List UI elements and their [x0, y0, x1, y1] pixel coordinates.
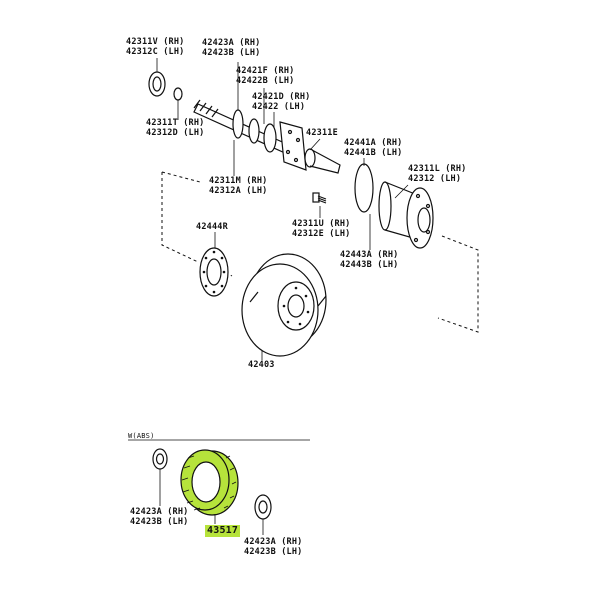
- oil-seal-top[interactable]: [148, 71, 166, 97]
- label-42423A-left: 42423A (RH)42423B (LH): [130, 507, 189, 527]
- label-42443A: 42443A (RH)42443B (LH): [340, 250, 399, 270]
- label-42421F: 42421F (RH)42422B (LH): [236, 66, 295, 86]
- label-42423A-top: 42423A (RH)42423B (LH): [202, 38, 261, 58]
- label-42423A-bottom: 42423A (RH)42423B (LH): [244, 537, 303, 557]
- label-abs: W(ABS): [128, 432, 155, 440]
- label-42403: 42403: [248, 360, 275, 370]
- label-43517[interactable]: 43517: [205, 525, 241, 537]
- label-42444R: 42444R: [196, 222, 228, 232]
- abs-rotor-highlighted[interactable]: [180, 449, 239, 524]
- highlighted-part-number[interactable]: 43517: [205, 525, 241, 537]
- label-42311T: 42311T (RH)42312D (LH): [146, 118, 205, 138]
- leader-lines: [156, 58, 409, 360]
- label-42421D: 42421D (RH)42422 (LH): [252, 92, 311, 112]
- snap-ring[interactable]: [173, 87, 183, 101]
- bearing-left[interactable]: [152, 448, 168, 506]
- bearing-right[interactable]: [254, 494, 272, 535]
- axle-shaft[interactable]: [193, 99, 341, 174]
- hub-bolt[interactable]: [312, 192, 327, 204]
- label-42311E: 42311E: [306, 128, 338, 138]
- label-42311V: 42311V (RH)42312C (LH): [126, 37, 185, 57]
- label-42311M: 42311M (RH)42312A (LH): [209, 176, 268, 196]
- gasket[interactable]: [199, 247, 229, 297]
- label-42311L: 42311L (RH)42312 (LH): [408, 164, 467, 184]
- hub-flange[interactable]: [354, 163, 434, 249]
- label-42441A: 42441A (RH)42441B (LH): [344, 138, 403, 158]
- label-42311U: 42311U (RH)42312E (LH): [292, 219, 351, 239]
- brake-drum[interactable]: [241, 253, 327, 357]
